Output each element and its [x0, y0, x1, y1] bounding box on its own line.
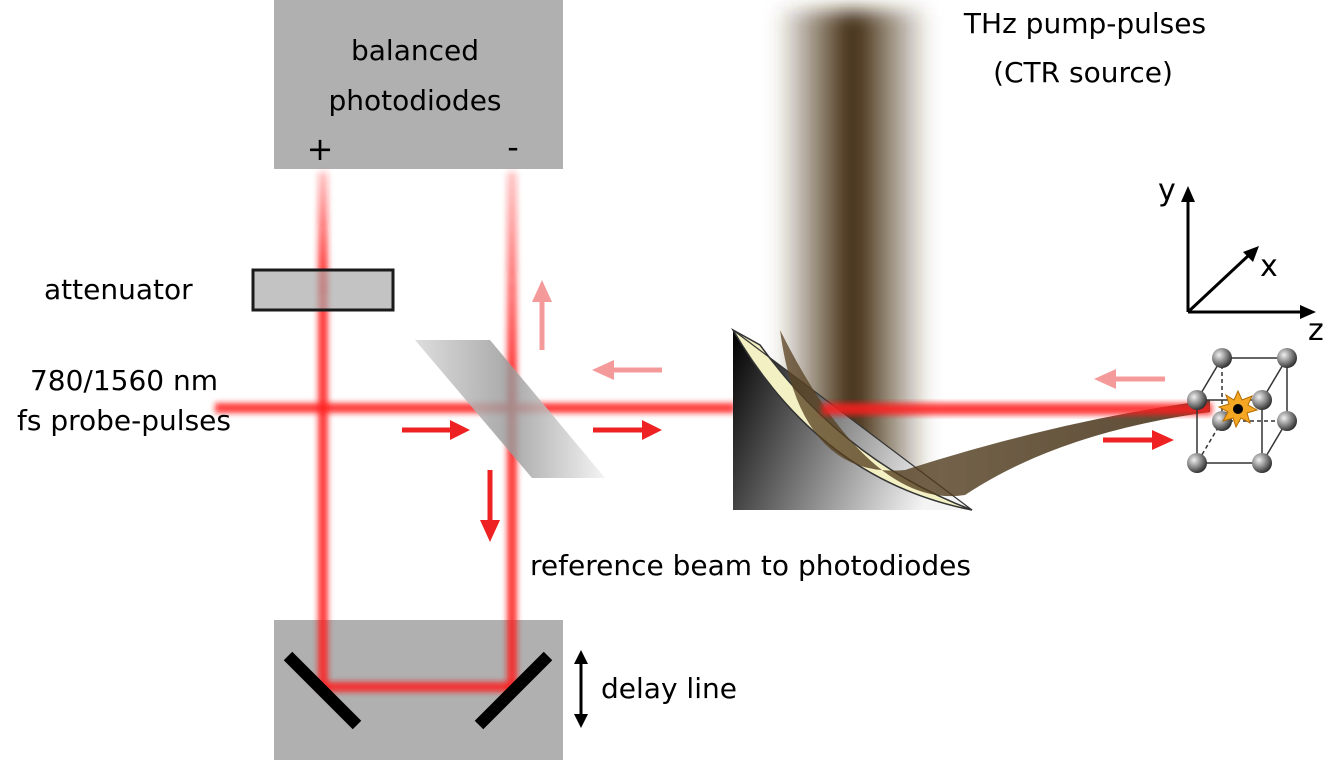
detector-label-line1: balanced [351, 34, 479, 67]
arrow-down [480, 470, 500, 542]
atom [1252, 390, 1272, 410]
arrow-right-1 [402, 420, 470, 440]
arrow-left-faded-sample [1094, 369, 1165, 389]
arrow-left-faded [592, 360, 662, 380]
probe-beam-left-upper [318, 172, 328, 292]
crystal-lattice-icon [1187, 348, 1297, 473]
atom [1277, 411, 1297, 431]
probe-label-line2: fs probe-pulses [17, 404, 231, 437]
coordinate-axes: y x z [1158, 173, 1324, 348]
direction-arrows [402, 280, 1174, 542]
attenuator-icon [251, 268, 395, 312]
attenuator-label: attenuator [44, 273, 193, 306]
delay-mirror-right [474, 651, 553, 730]
probe-beam-right-lower [507, 404, 517, 690]
double-arrow-icon [574, 650, 588, 728]
beam-splitter-icon [415, 340, 605, 478]
atom [1187, 453, 1207, 473]
atom [1212, 348, 1232, 368]
thz-focused-beam [780, 330, 1210, 497]
arrow-right-2 [593, 420, 662, 440]
delay-mirror-left [283, 651, 362, 730]
pump-label-line1: THz pump-pulses [963, 7, 1206, 40]
axis-y-label: y [1158, 173, 1176, 208]
arrow-right-sample [1103, 430, 1174, 450]
pump-label-line2: (CTR source) [993, 56, 1173, 89]
probe-beam-delay [323, 682, 513, 692]
axis-y-arrowhead [1181, 186, 1195, 202]
probe-beam-to-sample [822, 403, 1212, 415]
atom [1252, 453, 1272, 473]
probe-beam-left [318, 290, 328, 690]
axis-z-label: z [1308, 313, 1324, 348]
axis-x-line [1186, 253, 1251, 314]
detector-plus-label: + [307, 130, 334, 168]
probe-beam-right-upper [507, 172, 517, 404]
probe-label-line1: 780/1560 nm [30, 364, 218, 397]
reference-beam-label: reference beam to photodiodes [530, 549, 971, 582]
atom [1187, 390, 1207, 410]
detector-minus-label: - [507, 128, 519, 166]
axis-x-label: x [1260, 249, 1278, 284]
atom [1277, 348, 1297, 368]
axis-x-arrowhead [1243, 246, 1259, 262]
balanced-photodiodes: balanced photodiodes + - [274, 0, 563, 169]
axis-z-arrowhead [1300, 305, 1316, 319]
attenuator: attenuator [44, 268, 395, 312]
detector-label-line2: photodiodes [328, 84, 501, 117]
arrow-up-faded [532, 280, 552, 350]
delay-line-label: delay line [601, 672, 737, 705]
detector-box [274, 0, 563, 169]
